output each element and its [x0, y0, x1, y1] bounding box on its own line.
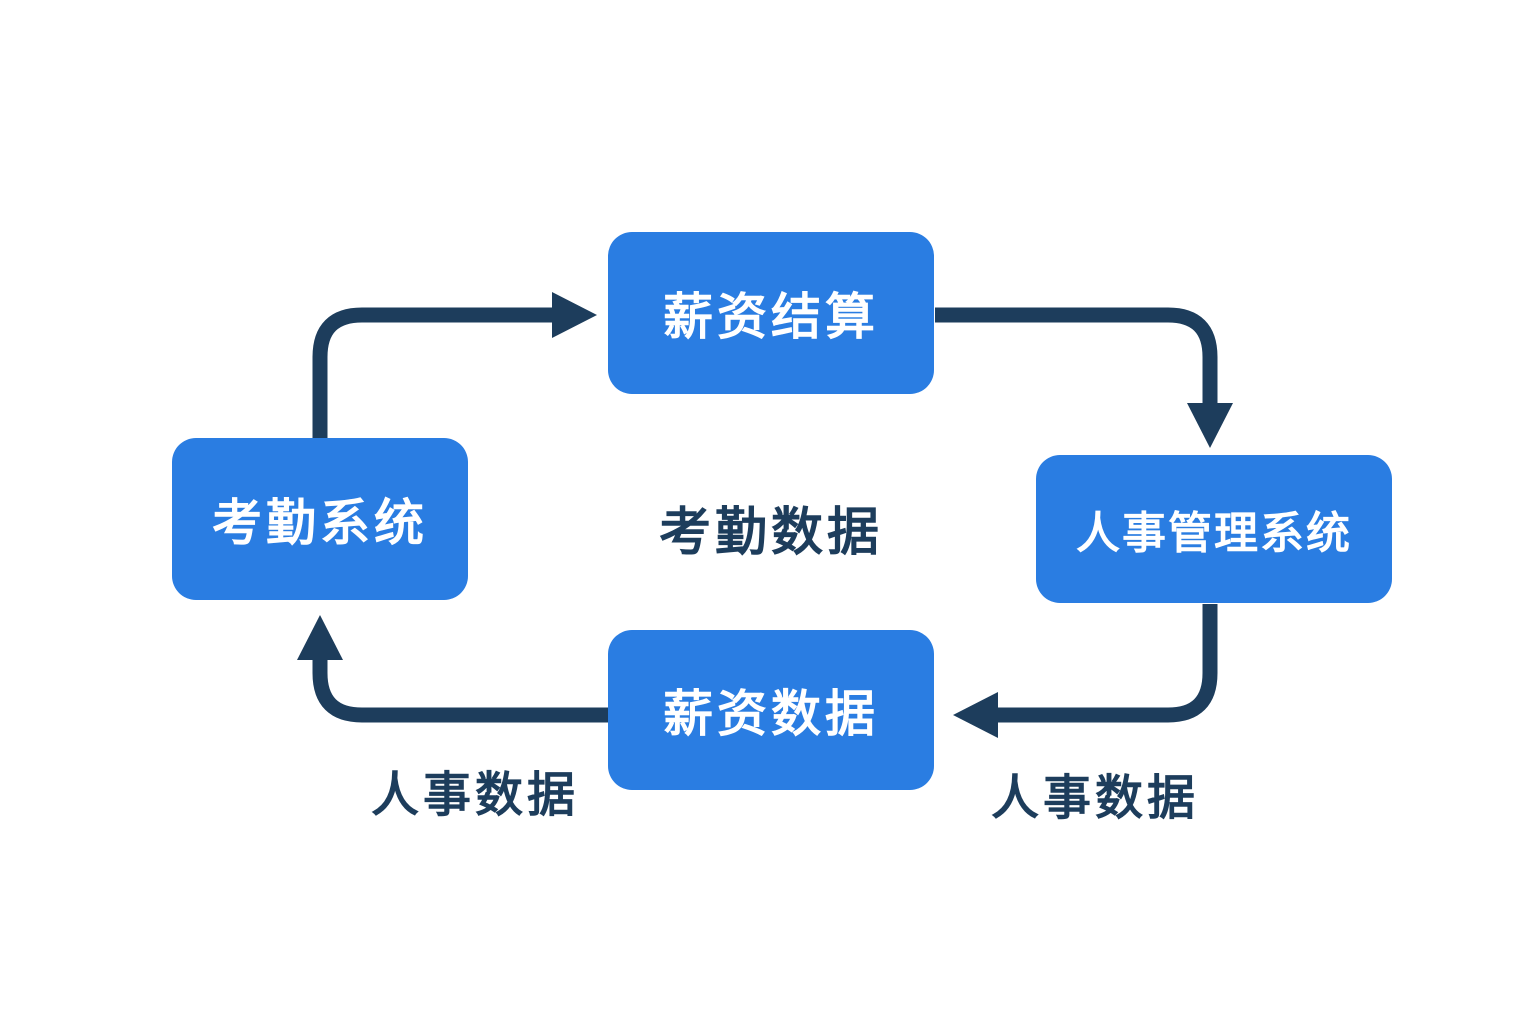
label-personnel-data-right: 人事数据	[990, 772, 1199, 825]
arrowhead-up-icon	[297, 615, 343, 660]
label-attendance-data: 考勤数据	[658, 504, 883, 562]
arrow-line	[312, 660, 608, 723]
arrow-line	[935, 307, 1218, 403]
arrow-settlement-to-hr	[935, 307, 1233, 448]
label-personnel-data-left: 人事数据	[370, 769, 579, 822]
arrow-hr-to-payroll-data	[953, 604, 1218, 738]
node-payroll-data: 薪资数据	[608, 630, 934, 790]
arrow-line	[998, 604, 1218, 723]
arrowhead-down-icon	[1187, 403, 1233, 448]
arrow-attendance-to-settlement	[312, 292, 597, 440]
node-hr-management-system: 人事管理系统	[1036, 455, 1392, 603]
arrowhead-right-icon	[552, 292, 597, 338]
node-attendance-system: 考勤系统	[172, 438, 468, 600]
node-payroll-settlement: 薪资结算	[608, 232, 934, 394]
arrowhead-left-icon	[953, 692, 998, 738]
arrow-line	[312, 307, 552, 440]
arrow-payroll-data-to-attendance	[297, 615, 608, 723]
